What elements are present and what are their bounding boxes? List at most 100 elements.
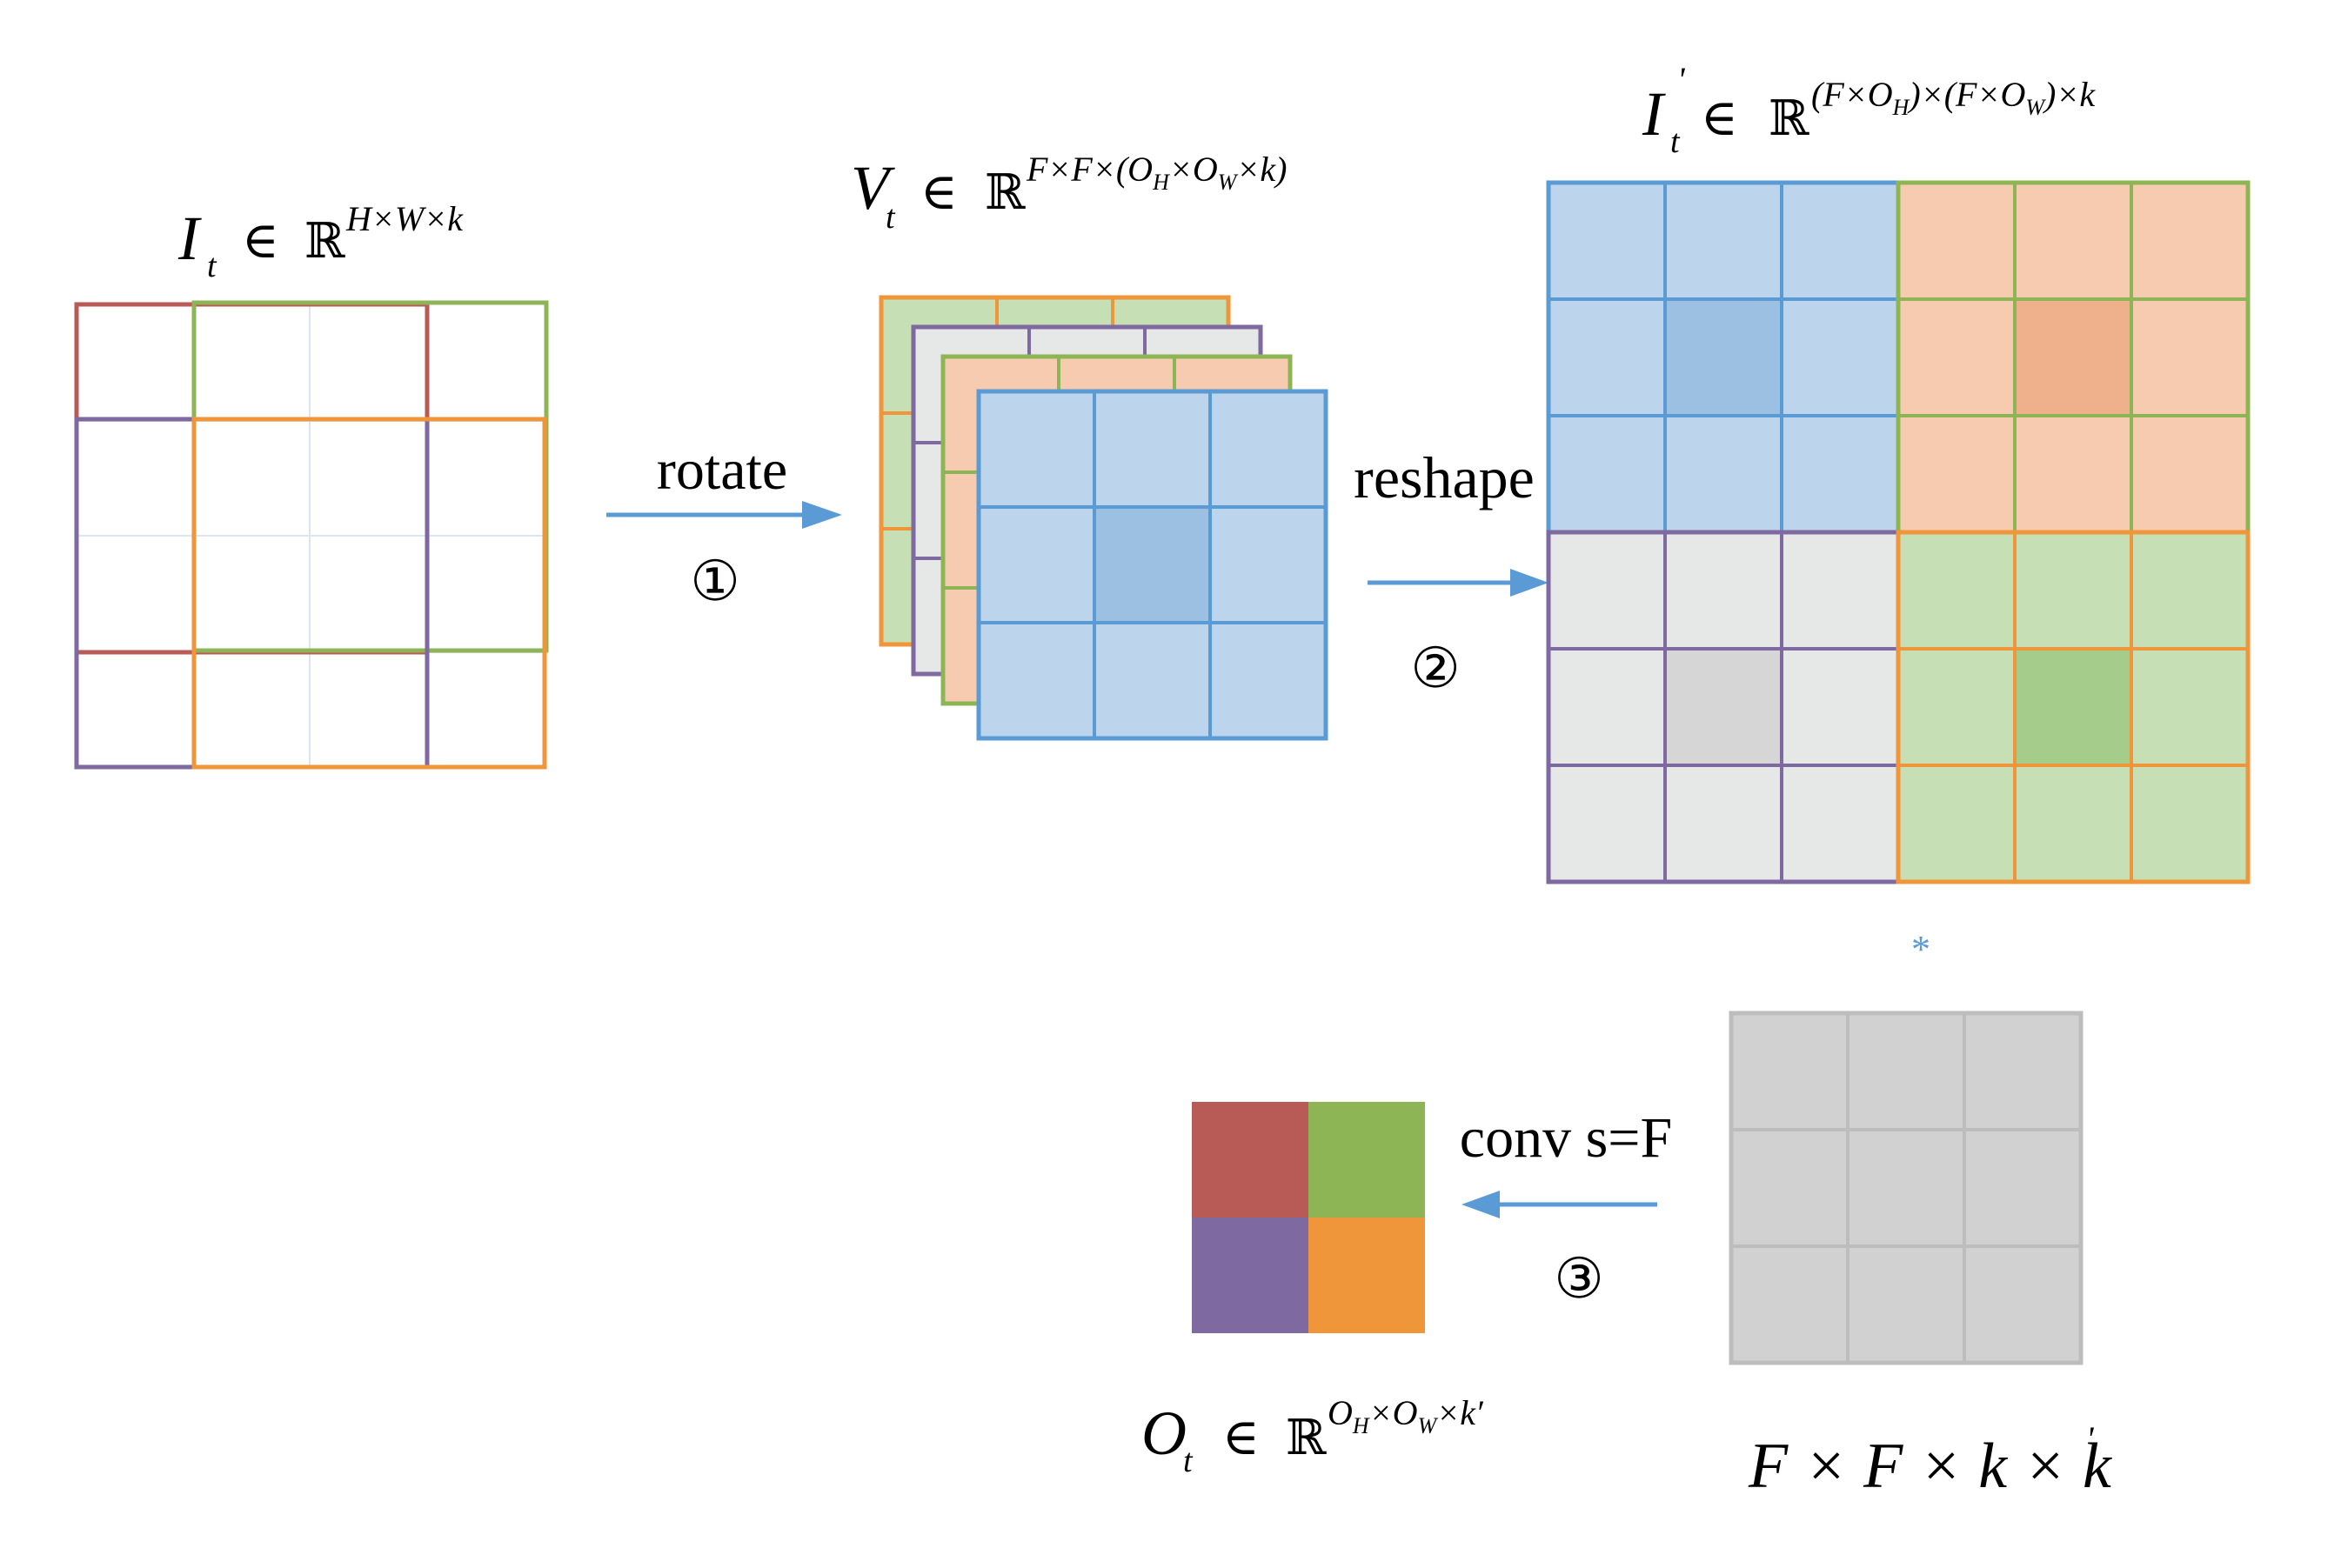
kernel-label: F × F × k × k '	[1748, 1419, 2112, 1502]
output-label-base: O	[1141, 1398, 1187, 1468]
reshaped-sup-w: W	[2025, 95, 2046, 120]
reshaped-block-green-cell	[2130, 764, 2250, 884]
reshaped-label-r: ℝ	[1769, 92, 1810, 146]
step-1-number: ①	[690, 550, 739, 612]
reshaped-block-gray-cell	[1780, 530, 1900, 651]
reshaped-block-green-outline	[1896, 530, 2251, 884]
kernel-block-cell	[1846, 1011, 1966, 1131]
kernel-block-cell	[1729, 1128, 1849, 1248]
reshaped-block-gray-cell	[1663, 764, 1783, 884]
reshape-label: reshape	[1354, 444, 1535, 510]
step-3-number: ③	[1554, 1248, 1603, 1310]
vector-layer-blue-cell	[1093, 505, 1212, 624]
output-sup-w: W	[1418, 1413, 1439, 1438]
step-2-number: ②	[1410, 637, 1460, 699]
conv-label: conv s=F	[1460, 1106, 1672, 1170]
reshaped-block-green-cell	[1896, 647, 2017, 767]
output-cell	[1192, 1218, 1308, 1333]
kernel-block-cell	[1846, 1244, 1966, 1364]
reshaped-block-gray-cell	[1663, 530, 1783, 651]
reshaped-block-blue-cell	[1547, 297, 1667, 417]
output-sup-h: H	[1352, 1413, 1370, 1438]
input-label-sup: H×W×k	[345, 199, 464, 238]
output-label: O t ∈ ℝ OH×OW×k′	[1141, 1393, 1484, 1479]
arrow-conv	[1461, 1191, 1657, 1218]
reshaped-block-salmon	[1896, 180, 2251, 535]
kernel-block-cell	[1729, 1011, 1849, 1131]
vector-layer-blue-cell	[1208, 505, 1328, 624]
output-label-in: ∈	[1222, 1409, 1260, 1465]
reshaped-block-gray-cell	[1547, 764, 1667, 884]
output-cell	[1308, 1102, 1425, 1218]
kernel-block-cell	[1963, 1244, 2083, 1364]
vector-layer-blue-cell	[977, 505, 1096, 624]
reshaped-block-salmon-cell	[1896, 181, 2017, 301]
output-cell	[1308, 1218, 1425, 1333]
input-grid	[74, 300, 549, 770]
reshaped-block-green-cell	[2013, 764, 2133, 884]
reshaped-label-in: ∈	[1701, 90, 1738, 146]
input-label: I t ∈ ℝ H×W×k	[177, 199, 464, 284]
conv-symbol: *	[1911, 928, 1930, 971]
reshaped-block-gray-cell	[1780, 764, 1900, 884]
vector-layer-blue-cell	[977, 621, 1096, 740]
vectors-label: V t ∈ ℝ F×F×(OH×OW×k)	[851, 150, 1287, 236]
vectors-sup-w: W	[1218, 170, 1239, 195]
reshaped-label-sub: t	[1670, 123, 1681, 160]
vectors-sup-a: F×F×(O	[1026, 150, 1153, 189]
vectors-label-base: V	[851, 153, 895, 223]
kernel-block-outline	[1729, 1011, 2083, 1365]
reshaped-block-green-cell	[2130, 530, 2250, 651]
vectors-label-sup: F×F×(OH×OW×k)	[1026, 150, 1287, 195]
reshaped-block-gray	[1546, 530, 1901, 884]
reshaped-block-green-cell	[1896, 764, 2017, 884]
kernel-block-cell	[1729, 1244, 1849, 1364]
reshaped-block-blue-cell	[1663, 297, 1783, 417]
vectors-sup-end: ×k)	[1236, 150, 1287, 189]
reshaped-block-salmon-cell	[1896, 414, 2017, 534]
arrow-rotate	[606, 501, 842, 529]
vectors-label-in: ∈	[920, 163, 958, 220]
arrow-reshape	[1368, 569, 1548, 597]
vector-layer-blue-cell	[977, 390, 1096, 509]
reshaped-label-sup: (F×OH)×(F×OW)×k	[1811, 75, 2096, 120]
reshaped-block-salmon-cell	[2013, 181, 2133, 301]
reshaped-block-salmon-cell	[1896, 297, 2017, 417]
output-label-sub: t	[1183, 1443, 1194, 1479]
reshaped-block-blue-cell	[1780, 297, 1900, 417]
reshaped-block-salmon-cell	[2130, 414, 2250, 534]
reshaped-block-green-cell	[2013, 530, 2133, 651]
reshaped-block-blue-cell	[1547, 181, 1667, 301]
kernel-block-cell	[1846, 1128, 1966, 1248]
output-label-sup: OH×OW×k′	[1328, 1393, 1484, 1438]
reshaped-label: I ' t ∈ ℝ (F×OH)×(F×OW)×k	[1642, 60, 2096, 160]
reshaped-label-base: I	[1642, 79, 1666, 149]
kernel-block	[1729, 1011, 2083, 1365]
input-label-in: ∈	[242, 212, 279, 269]
input-label-base: I	[177, 204, 202, 273]
reshaped-block-blue-cell	[1663, 181, 1783, 301]
reshaped-block-green-cell	[2013, 647, 2133, 767]
reshaped-block-blue-cell	[1780, 414, 1900, 534]
reshaped-sup-a: (F×O	[1811, 75, 1893, 114]
output-sup-a: O	[1328, 1393, 1353, 1432]
kernel-block-cell	[1963, 1011, 2083, 1131]
vectors-sup-h: H	[1152, 170, 1170, 195]
reshaped-block-gray-cell	[1547, 647, 1667, 767]
vector-layer-blue-cell	[1208, 621, 1328, 740]
output-cell	[1192, 1102, 1308, 1218]
output-grid	[1192, 1102, 1425, 1333]
kernel-block-cell	[1963, 1128, 2083, 1248]
output-sup-c: ×k′	[1436, 1393, 1484, 1432]
output-sup-b: ×O	[1369, 1393, 1418, 1432]
vectors-label-sub: t	[886, 199, 896, 236]
reshaped-block-blue-cell	[1547, 414, 1667, 534]
reshaped-block-salmon-cell	[2130, 181, 2250, 301]
reshaped-block-salmon-cell	[2013, 414, 2133, 534]
rotate-label: rotate	[657, 438, 787, 502]
reshaped-grid	[1546, 180, 2251, 884]
reshaped-sup-c: )×k	[2043, 75, 2096, 114]
reshaped-block-blue-cell	[1663, 414, 1783, 534]
reshaped-sup-b: )×(F×O	[1907, 75, 2025, 114]
